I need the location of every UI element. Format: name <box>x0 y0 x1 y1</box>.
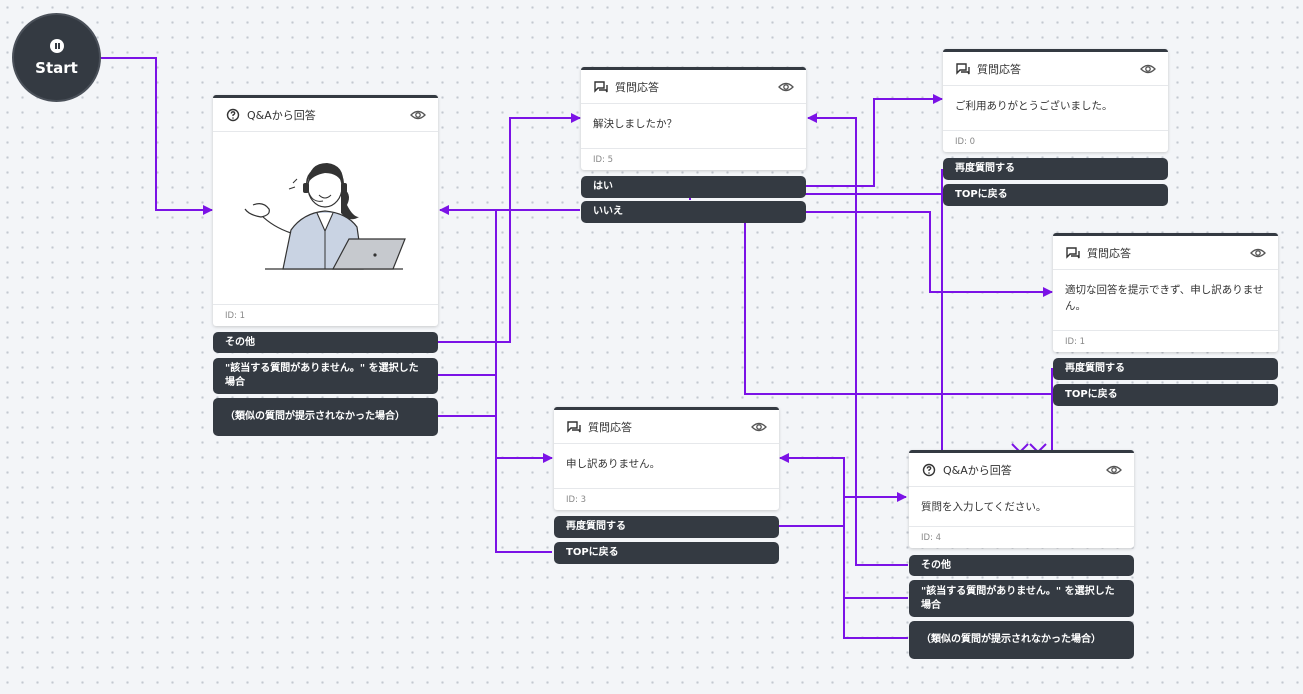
resp5-option-yes[interactable]: はい <box>581 176 806 198</box>
response-node-3[interactable]: 質問応答 申し訳ありません。 ID: 3 <box>554 407 779 510</box>
response-node-5[interactable]: 質問応答 解決しましたか？ ID: 5 <box>581 67 806 170</box>
edge-resp3-retry-qa4 <box>778 492 907 527</box>
resp0-option-retry[interactable]: 再度質問する <box>943 158 1168 180</box>
qa1-option-none-selected[interactable]: "該当する質問がありません。" を選択した場合 <box>213 358 438 394</box>
question-circle-icon <box>226 108 240 121</box>
node-id: ID: 4 <box>909 526 1134 548</box>
node-header: 質問応答 <box>1053 236 1278 270</box>
qa4-option-other[interactable]: その他 <box>909 555 1134 576</box>
node-header: 質問応答 <box>581 70 806 104</box>
chat-bubbles-icon <box>956 62 970 75</box>
node-header: Q&Aから回答 <box>213 98 438 132</box>
eye-icon[interactable] <box>751 421 767 433</box>
qa-node-4[interactable]: Q&Aから回答 質問を入力してください。 ID: 4 <box>909 450 1134 548</box>
node-id: ID: 1 <box>1053 330 1278 352</box>
resp1-option-top[interactable]: TOPに戻る <box>1053 384 1278 406</box>
resp3-option-retry[interactable]: 再度質問する <box>554 516 779 538</box>
node-title: 質問応答 <box>615 80 659 94</box>
node-id: ID: 5 <box>581 148 806 170</box>
eye-icon[interactable] <box>1140 63 1156 75</box>
microphone-icon <box>49 38 64 53</box>
chat-bubbles-icon <box>567 420 581 433</box>
response-node-1[interactable]: 質問応答 適切な回答を提示できず、申し訳ありません。 ID: 1 <box>1053 233 1278 352</box>
response-node-0[interactable]: 質問応答 ご利用ありがとうございました。 ID: 0 <box>943 49 1168 152</box>
edge-qa1-none-resp3 <box>438 374 553 463</box>
question-circle-icon <box>922 463 936 476</box>
resp1-option-retry[interactable]: 再度質問する <box>1053 358 1278 380</box>
resp5-option-no[interactable]: いいえ <box>581 201 806 223</box>
qa-node-1[interactable]: Q&Aから回答 ID: 1 <box>213 95 438 326</box>
qa1-option-no-similar[interactable]: （類似の質問が提示されなかった場合） <box>213 398 438 436</box>
eye-icon[interactable] <box>1250 247 1266 259</box>
edge-start-qa1 <box>101 57 213 215</box>
start-label: Start <box>35 58 78 77</box>
node-id: ID: 1 <box>213 304 438 326</box>
node-text: 適切な回答を提示できず、申し訳ありません。 <box>1065 284 1264 312</box>
resp0-option-top[interactable]: TOPに戻る <box>943 184 1168 206</box>
edge-trunk <box>495 210 552 553</box>
eye-icon[interactable] <box>1106 464 1122 476</box>
node-id: ID: 3 <box>554 488 779 510</box>
node-text: 申し訳ありません。 <box>566 458 661 470</box>
operator-illustration <box>244 163 406 270</box>
qa1-option-other[interactable]: その他 <box>213 332 438 353</box>
qa4-option-no-similar[interactable]: （類似の質問が提示されなかった場合） <box>909 621 1134 659</box>
eye-icon[interactable] <box>410 109 426 121</box>
node-text: 質問を入力してください。 <box>921 501 1047 513</box>
node-id: ID: 0 <box>943 130 1168 152</box>
chat-bubbles-icon <box>594 80 608 93</box>
node-title: 質問応答 <box>588 420 632 434</box>
edge-qa4-other-resp5 <box>807 113 908 566</box>
qa4-option-none-selected[interactable]: "該当する質問がありません。" を選択した場合 <box>909 580 1134 617</box>
node-header: Q&Aから回答 <box>909 453 1134 487</box>
edge-qa1-other-resp5 <box>438 113 581 343</box>
edge-qa4-similar <box>843 598 908 639</box>
chat-bubbles-icon <box>1066 246 1080 259</box>
node-text: 解決しましたか？ <box>593 118 677 130</box>
edge-qa4-none-resp3 <box>779 453 908 599</box>
resp3-option-top[interactable]: TOPに戻る <box>554 542 779 564</box>
node-title: Q&Aから回答 <box>943 463 1012 477</box>
node-text: ご利用ありがとうございました。 <box>955 100 1113 112</box>
start-node[interactable]: Start <box>12 13 101 102</box>
node-title: 質問応答 <box>1087 246 1131 260</box>
eye-icon[interactable] <box>778 81 794 93</box>
edge-yes-resp0 <box>806 94 943 187</box>
node-header: 質問応答 <box>554 410 779 444</box>
node-header: 質問応答 <box>943 52 1168 86</box>
node-title: 質問応答 <box>977 62 1021 76</box>
node-title: Q&Aから回答 <box>247 108 316 122</box>
edge-resp1-top <box>744 222 1052 395</box>
edge-no-resp1 <box>806 211 1053 297</box>
